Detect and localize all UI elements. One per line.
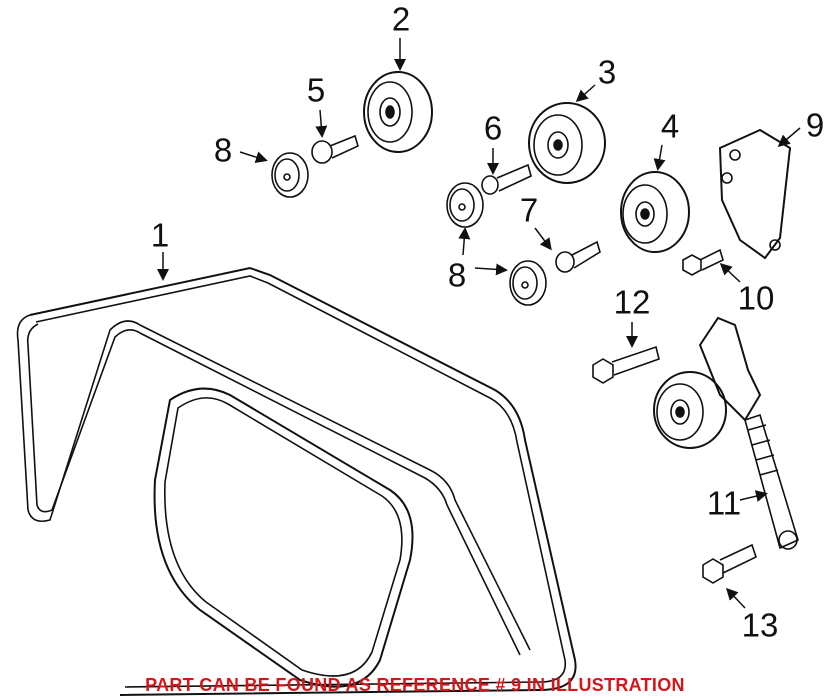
belt-tensioner xyxy=(698,316,799,550)
callout-9: 9 xyxy=(805,106,825,144)
callout-5: 5 xyxy=(306,71,326,109)
callout-1: 1 xyxy=(150,216,170,254)
bolt xyxy=(311,134,359,164)
callout-13: 13 xyxy=(741,606,779,644)
bolt xyxy=(702,543,757,584)
pulley-cap xyxy=(271,152,309,198)
idler-pulley-3 xyxy=(528,102,606,184)
pulley-cap xyxy=(446,182,484,228)
callout-10: 10 xyxy=(737,279,775,317)
bolt xyxy=(682,248,724,276)
callout-7: 7 xyxy=(519,191,539,229)
reference-note: PART CAN BE FOUND AS REFERENCE # 9 IN IL… xyxy=(145,675,685,695)
callout-3: 3 xyxy=(597,53,617,91)
callout-6: 6 xyxy=(483,109,503,147)
serpentine-belt xyxy=(16,266,577,696)
pulley-cap xyxy=(509,260,547,306)
idler-pulley-4 xyxy=(620,171,690,253)
mounting-bracket xyxy=(718,128,792,260)
callout-4: 4 xyxy=(660,107,680,145)
bolt xyxy=(555,240,601,273)
callout-8: 8 xyxy=(213,131,233,169)
bolt xyxy=(481,163,532,195)
bolt xyxy=(592,345,660,384)
callout-12: 12 xyxy=(613,283,651,321)
tensioner-pulley xyxy=(653,371,727,449)
callout-11: 11 xyxy=(706,484,742,522)
callout-2: 2 xyxy=(391,0,411,38)
leader-lines xyxy=(157,38,801,609)
idler-pulley-2 xyxy=(363,71,433,153)
callout-8: 8 xyxy=(447,256,467,294)
